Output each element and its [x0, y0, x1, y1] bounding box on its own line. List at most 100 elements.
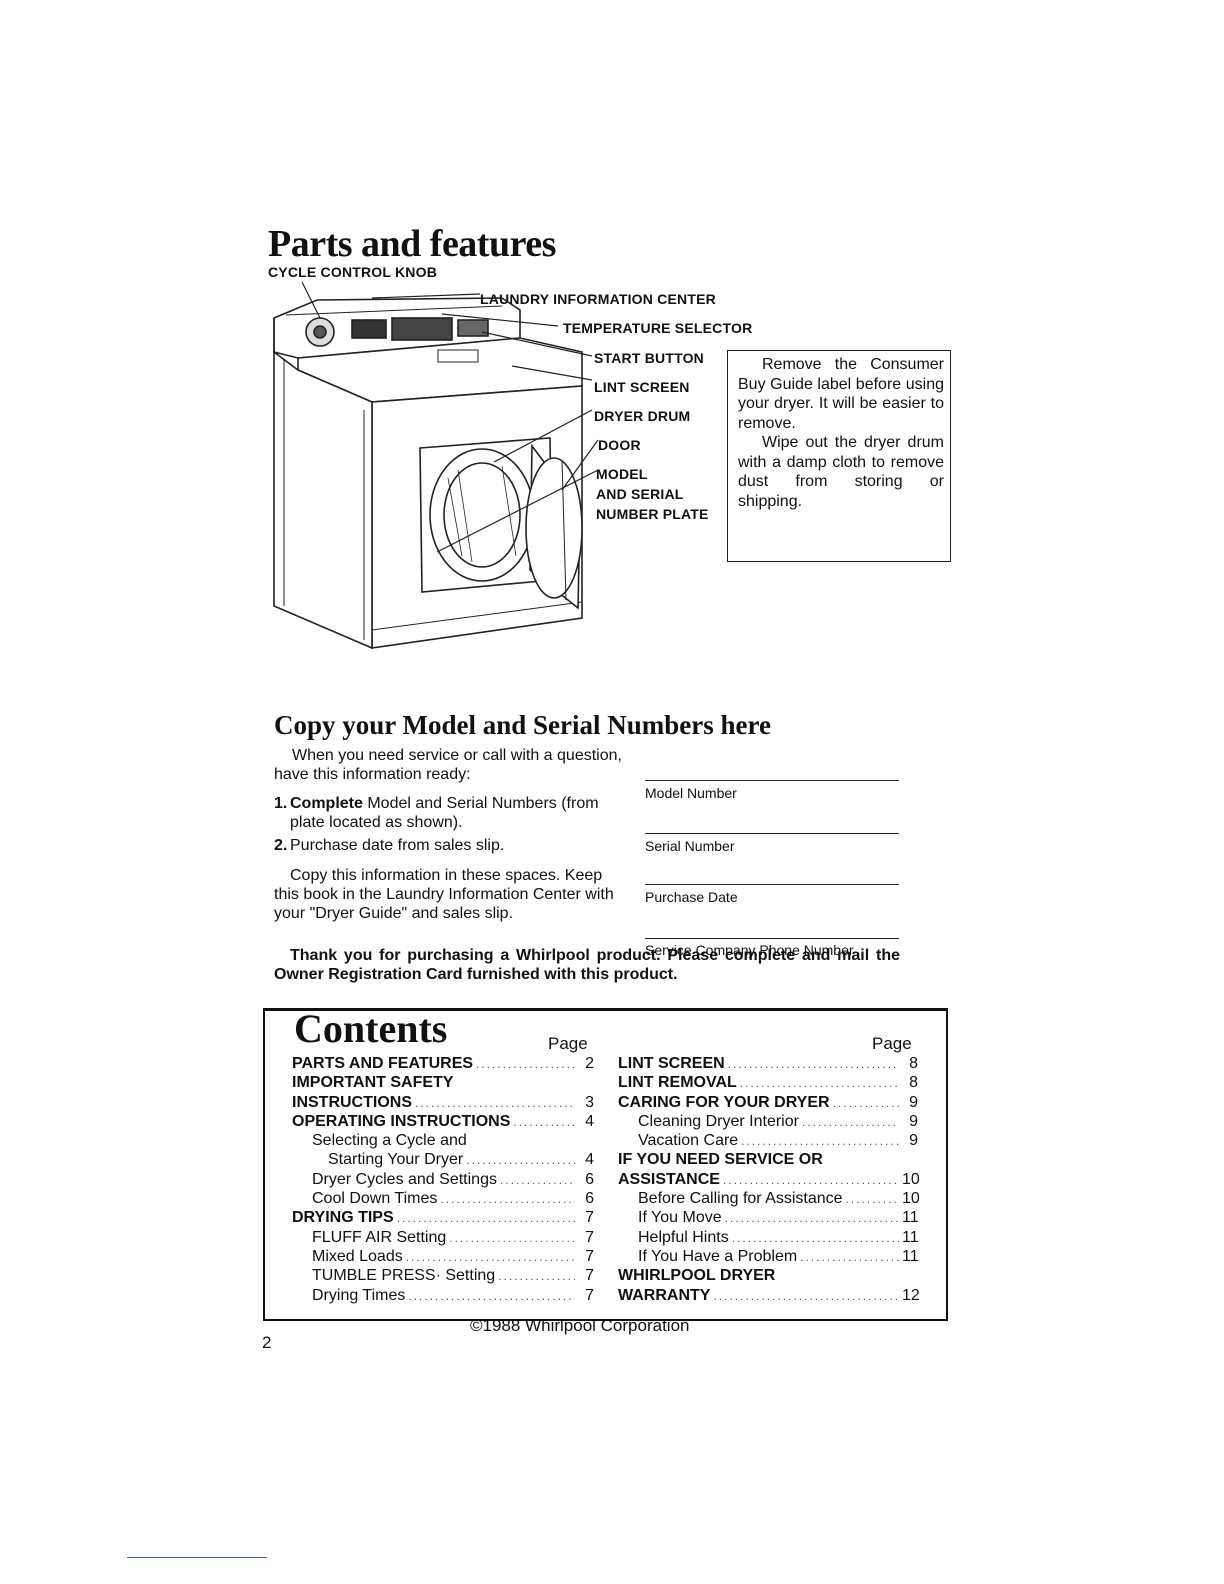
toc-entry-page: 11	[902, 1209, 919, 1227]
toc-leader-dots	[713, 1287, 899, 1306]
toc-entry: CARING FOR YOUR DRYER 9	[618, 1093, 918, 1112]
toc-entry: ASSISTANCE10	[618, 1170, 920, 1189]
toc-entry: IMPORTANT SAFETY	[292, 1073, 594, 1092]
toc-leader-dots	[833, 1094, 899, 1113]
toc-entry-page: 6	[585, 1170, 594, 1188]
toc-entry: If You Move 11	[618, 1208, 919, 1228]
toc-entry-page: 4	[585, 1151, 594, 1169]
toc-leader-dots	[740, 1074, 899, 1093]
toc-leader-dots	[741, 1132, 899, 1151]
toc-entry-title: CARING FOR YOUR DRYER	[618, 1093, 830, 1111]
toc-leader-dots	[440, 1190, 575, 1209]
toc-entry-title: Drying Times	[312, 1286, 406, 1304]
toc-leader-dots	[466, 1151, 575, 1170]
callout-laundry-info-center: LAUNDRY INFORMATION CENTER	[480, 291, 716, 307]
toc-entry-page: 6	[585, 1190, 594, 1208]
purchase-date-label: Purchase Date	[645, 889, 738, 905]
toc-right-column: LINT SCREEN8LINT REMOVAL8CARING FOR YOUR…	[618, 1054, 920, 1306]
toc-entry-page: 9	[909, 1093, 918, 1111]
toc-entry-title: WHIRLPOOL DRYER	[618, 1267, 776, 1285]
copy-item-1: 1. Complete Model and Serial Numbers (fr…	[274, 794, 624, 832]
toc-entry: WHIRLPOOL DRYER	[618, 1266, 918, 1285]
toc-entry-page: 9	[909, 1132, 918, 1150]
toc-leader-dots	[408, 1287, 575, 1306]
toc-entry-title: ASSISTANCE	[618, 1170, 720, 1188]
contents-title: Contents	[294, 1006, 448, 1051]
toc-entry: Selecting a Cycle and	[292, 1131, 594, 1150]
toc-entry-title: If You Have a Problem	[638, 1247, 798, 1265]
note-paragraph-2: Wipe out the dryer drum with a damp clot…	[738, 434, 944, 510]
callout-model-plate-line3: NUMBER PLATE	[596, 506, 709, 522]
thank-you-text: Thank you for purchasing a Whirlpool pro…	[274, 947, 900, 983]
footnote-rule	[127, 1557, 267, 1558]
toc-entry-title: Starting Your Dryer	[328, 1151, 464, 1169]
toc-leader-dots	[500, 1171, 575, 1190]
item-2-number: 2.	[274, 837, 288, 854]
callout-model-plate: MODEL AND SERIAL NUMBER PLATE	[596, 464, 709, 524]
toc-entry-page: 7	[585, 1267, 594, 1285]
toc-entry-title: LINT REMOVAL	[618, 1074, 737, 1092]
service-phone-label: Service Company Phone Number	[645, 942, 854, 958]
toc-entry: Before Calling for Assistance10	[618, 1189, 920, 1209]
toc-entry-title: Selecting a Cycle and	[312, 1132, 467, 1150]
toc-entry-title: PARTS AND FEATURES	[292, 1055, 474, 1072]
serial-number-label: Serial Number	[645, 838, 735, 854]
toc-entry-page: 7	[585, 1247, 594, 1265]
callout-cycle-control-knob: CYCLE CONTROL KNOB	[268, 264, 438, 280]
callout-temperature-selector: TEMPERATURE SELECTOR	[563, 320, 753, 336]
purchase-date-line	[645, 884, 899, 885]
toc-entry-title: FLUFF AIR Setting	[312, 1228, 447, 1246]
note-paragraph-1: Remove the Consumer Buy Guide label befo…	[738, 356, 944, 432]
toc-entry-title: Cool Down Times	[312, 1190, 438, 1208]
toc-entry: IF YOU NEED SERVICE OR	[618, 1150, 918, 1169]
note-box: Remove the Consumer Buy Guide label befo…	[727, 350, 951, 562]
toc-entry-title: OPERATING INSTRUCTIONS	[292, 1112, 511, 1130]
serial-number-line	[645, 833, 899, 834]
toc-entry-page: 8	[909, 1074, 918, 1092]
toc-entry-page: 8	[909, 1055, 918, 1072]
toc-entry: Mixed Loads7	[292, 1247, 594, 1266]
toc-entry: PARTS AND FEATURES 2	[292, 1054, 594, 1073]
toc-leader-dots	[725, 1209, 899, 1228]
copy-instructions: Copy this information in these spaces. K…	[274, 867, 614, 922]
toc-entry-title: Helpful Hints	[638, 1228, 729, 1246]
toc-entry-title: Dryer Cycles and Settings	[312, 1170, 497, 1188]
toc-leader-dots	[513, 1113, 575, 1132]
toc-entry-page: 2	[585, 1055, 594, 1072]
toc-leader-dots	[449, 1229, 575, 1248]
toc-entry-title: If You Move	[638, 1209, 722, 1227]
toc-left-page-heading: Page	[548, 1034, 588, 1053]
item-1-text: Model and Serial Numbers (from plate loc…	[290, 795, 599, 831]
toc-entry-page: 11	[902, 1247, 919, 1265]
toc-leader-dots	[498, 1267, 575, 1286]
item-1-number: 1.	[274, 795, 288, 812]
copy-item-2: 2. Purchase date from sales slip.	[274, 836, 624, 855]
toc-entry-page: 9	[909, 1112, 918, 1130]
toc-entry: Vacation Care9	[618, 1131, 918, 1150]
toc-entry-title: Before Calling for Assistance	[638, 1190, 843, 1208]
callout-model-plate-line1: MODEL	[596, 466, 648, 482]
toc-leader-dots	[846, 1190, 899, 1209]
toc-entry: Starting Your Dryer 4	[292, 1150, 594, 1169]
toc-entry-page: 11	[902, 1228, 919, 1246]
toc-left-column: PARTS AND FEATURES2IMPORTANT SAFETYINSTR…	[292, 1054, 594, 1305]
page-number: 2	[262, 1333, 272, 1352]
callout-model-plate-line2: AND SERIAL	[596, 486, 684, 502]
item-1-bold: Complete	[290, 795, 363, 812]
dryer-illustration	[273, 281, 599, 650]
toc-leader-dots	[800, 1248, 899, 1267]
toc-entry-title: Cleaning Dryer Interior	[638, 1112, 799, 1130]
toc-entry: Helpful Hints 11	[618, 1228, 919, 1247]
copy-numbers-title: Copy your Model and Serial Numbers here	[274, 710, 772, 740]
parts-features-title: Parts and features	[268, 223, 556, 265]
toc-right-page-heading: Page	[872, 1034, 912, 1053]
toc-entry-page: 7	[585, 1228, 594, 1246]
toc-entry: If You Have a Problem 11	[618, 1247, 919, 1267]
service-phone-line	[645, 938, 899, 939]
toc-leader-dots	[476, 1055, 575, 1074]
toc-leader-dots	[406, 1248, 575, 1267]
model-number-label: Model Number	[645, 785, 737, 801]
toc-entry: Cleaning Dryer Interior 9	[618, 1112, 918, 1131]
toc-entry-title: WARRANTY	[618, 1286, 711, 1304]
item-2-text: Purchase date from sales slip.	[290, 837, 505, 854]
